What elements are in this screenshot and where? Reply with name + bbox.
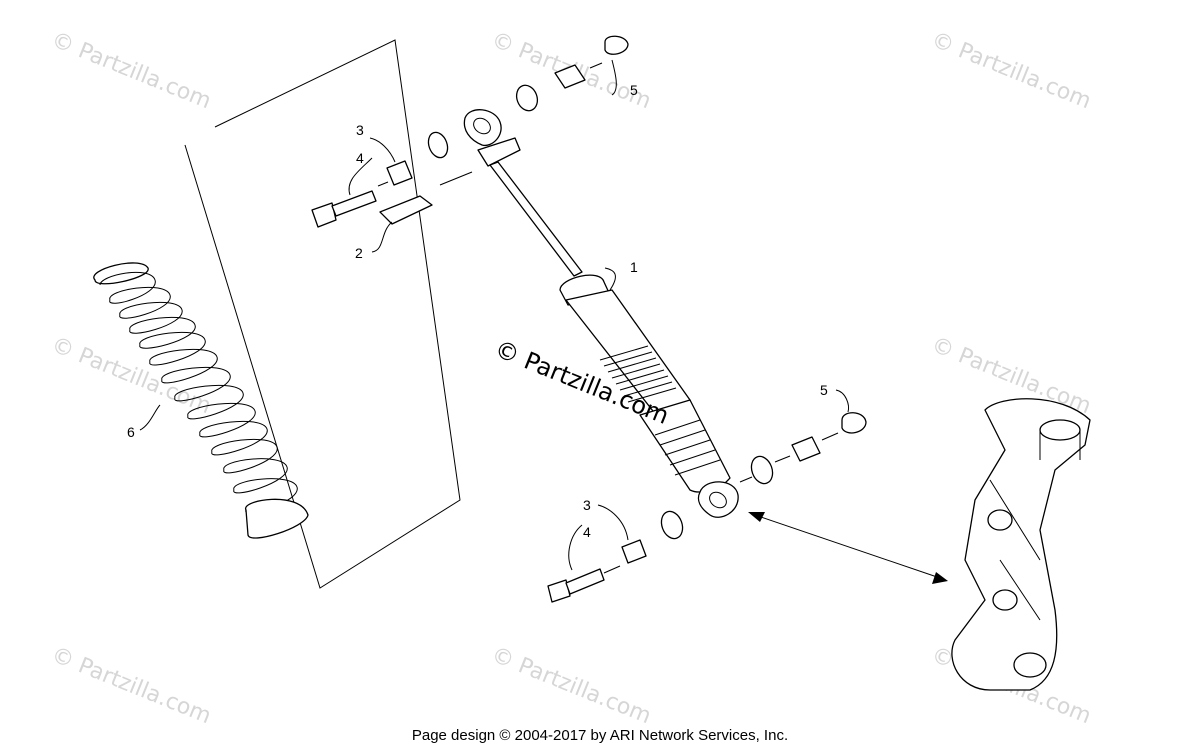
shock-threads [599, 345, 677, 403]
watermark: © Partzilla.com [488, 642, 655, 729]
lower-threads [654, 419, 721, 476]
shock-absorber [463, 109, 739, 518]
callouts: 1 2 3 4 5 5 3 4 6 [127, 82, 828, 540]
callout-4: 4 [583, 524, 591, 540]
watermark: © Partzilla.com [48, 27, 215, 114]
watermark: © Partzilla.com [48, 642, 215, 729]
coil-spring [93, 262, 309, 539]
footer-copyright: Page design © 2004-2017 by ARI Network S… [412, 727, 788, 744]
watermark: © Partzilla.com [48, 332, 215, 419]
callout-5: 5 [820, 382, 828, 398]
callout-3: 3 [356, 122, 364, 138]
callout-4: 4 [356, 150, 364, 166]
mounting-arrow [748, 512, 948, 584]
callout-2: 2 [355, 245, 363, 261]
watermark: © Partzilla.com [928, 27, 1095, 114]
bottom-hardware [547, 412, 867, 603]
callout-5: 5 [630, 82, 638, 98]
leader-lines [139, 59, 849, 571]
callout-1: 1 [630, 259, 638, 275]
spindle-knuckle [951, 398, 1091, 691]
spring-group-outline [184, 39, 461, 589]
top-hardware [311, 35, 629, 228]
callout-6: 6 [127, 424, 135, 440]
callout-3: 3 [583, 497, 591, 513]
